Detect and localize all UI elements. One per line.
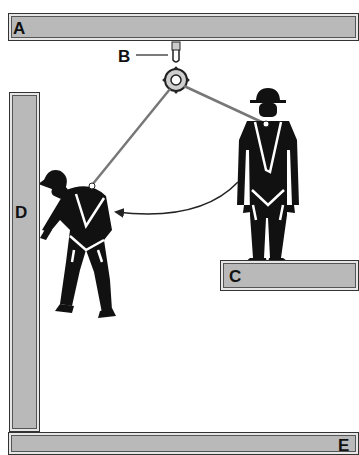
harness — [252, 122, 284, 220]
leader-line — [136, 54, 168, 55]
harness — [70, 194, 104, 262]
lanyard — [184, 86, 266, 124]
worker-swinging — [38, 165, 116, 318]
structure-band: D — [9, 92, 40, 432]
anchor-ring — [165, 69, 187, 91]
anchor-bracket — [172, 42, 180, 50]
structure-band: E — [8, 432, 359, 455]
worker-standing — [237, 88, 299, 263]
anchor-hook — [173, 50, 179, 62]
structure-band: C — [220, 260, 359, 291]
lanyard — [92, 89, 170, 185]
swing-arrow — [116, 182, 238, 214]
band-letter: E — [338, 437, 349, 454]
band-letter: D — [15, 204, 27, 221]
band-letter: A — [13, 20, 25, 37]
structure-band: A — [8, 13, 359, 41]
callout-letter: B — [117, 48, 131, 65]
band-letter: C — [229, 268, 241, 285]
